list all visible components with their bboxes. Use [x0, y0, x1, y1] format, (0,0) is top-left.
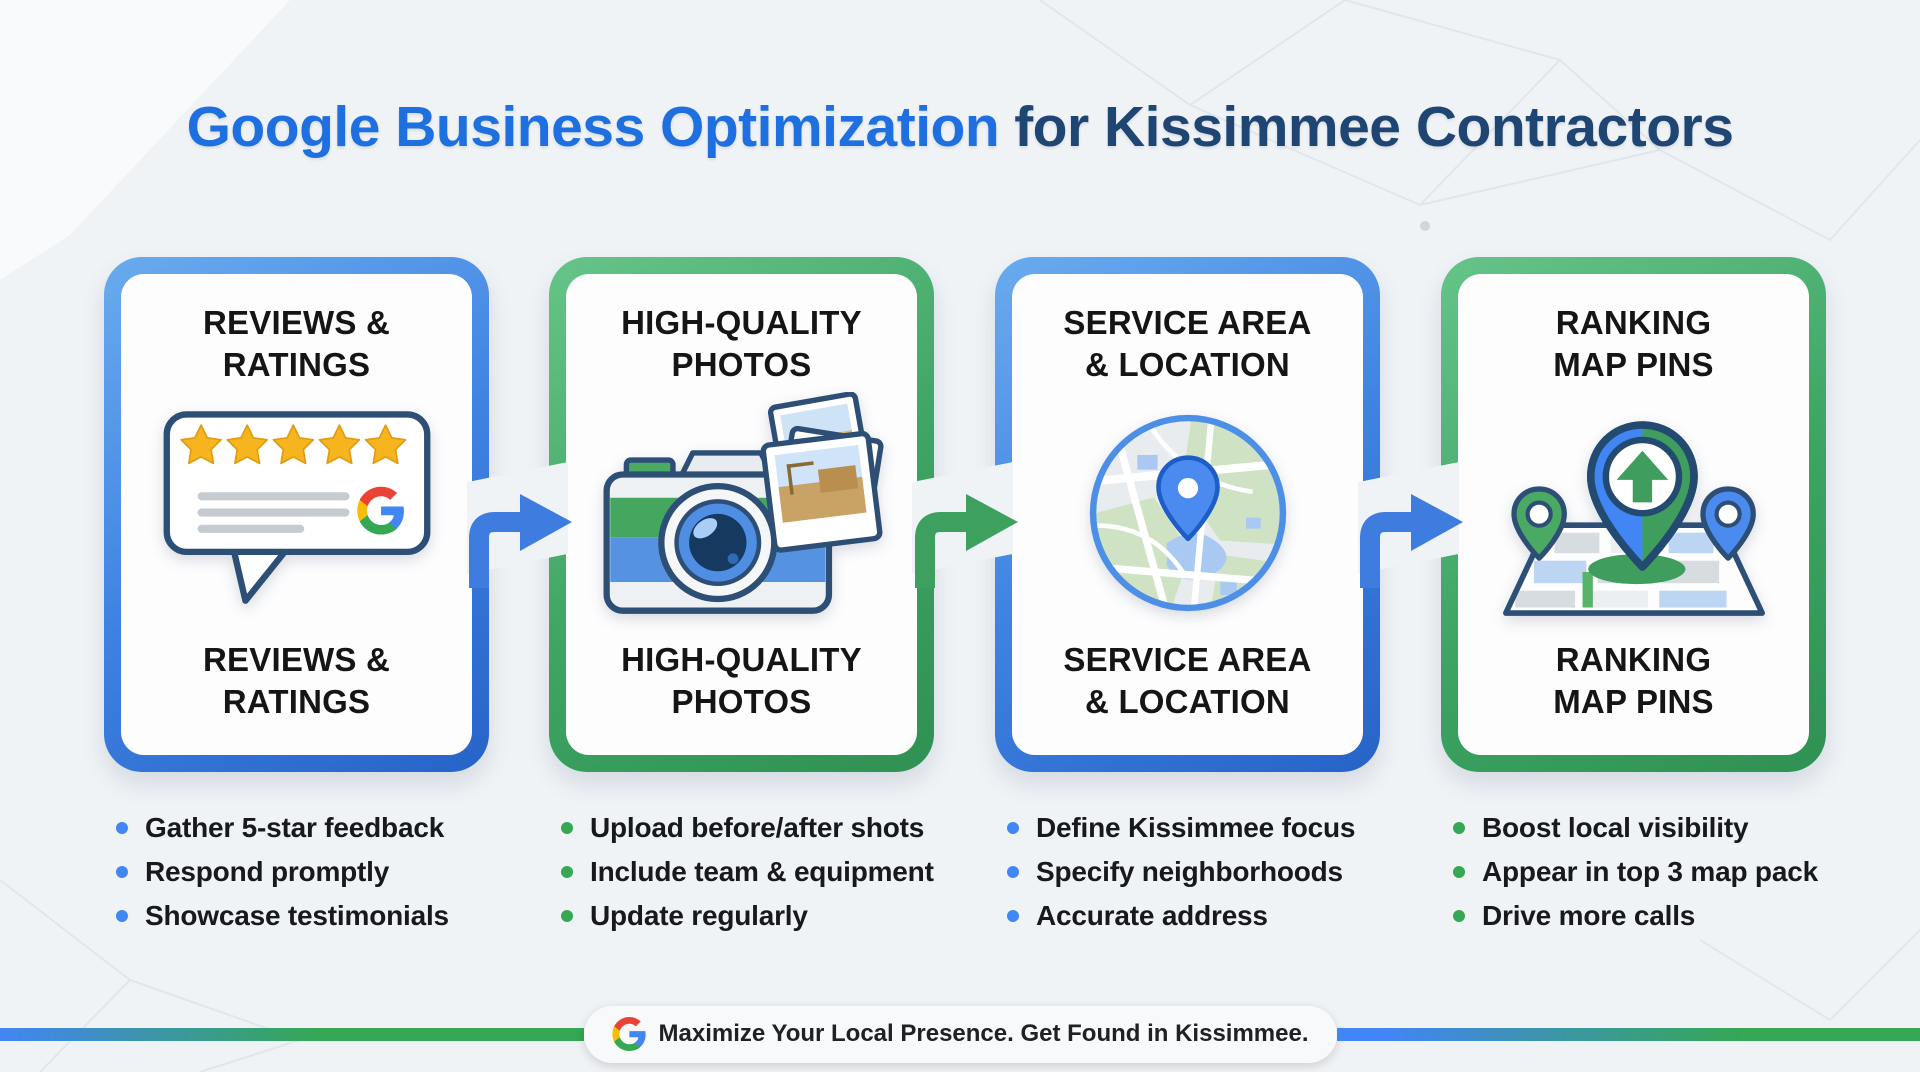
map-location-pin-icon	[1089, 414, 1286, 611]
footer-tagline-pill: Maximize Your Local Presence. Get Found …	[583, 1005, 1337, 1063]
bullet-dot-icon	[1453, 822, 1465, 834]
bullet-text: Showcase testimonials	[145, 900, 449, 931]
list-item: Drive more calls	[1453, 894, 1885, 938]
background-dot	[1420, 221, 1430, 231]
card-bottom-label: RANKING MAP PINS	[1553, 641, 1714, 721]
bullet-dot-icon	[1453, 910, 1465, 922]
flow-arrow-icon	[915, 494, 1018, 588]
card-ranking-map-pins: RANKING MAP PINS	[1441, 257, 1826, 772]
ranking-map-pins-icon	[1502, 396, 1765, 616]
bullet-dot-icon	[1453, 866, 1465, 878]
pin-shadow	[1587, 553, 1685, 584]
flow-arrow-icon	[1360, 494, 1463, 588]
card-high-quality-photos-body: HIGH-QUALITY PHOTOS	[566, 274, 917, 755]
list-item: Accurate address	[1007, 894, 1439, 938]
review-text-lines	[197, 491, 349, 533]
bullet-dot-icon	[1007, 822, 1019, 834]
card-high-quality-photos: HIGH-QUALITY PHOTOS	[549, 257, 934, 772]
bullet-list-photos: Upload before/after shots Include team &…	[561, 806, 993, 938]
card-top-label: RANKING MAP PINS	[1553, 304, 1714, 383]
card-bottom-label: SERVICE AREA & LOCATION	[1063, 641, 1312, 721]
list-item: Appear in top 3 map pack	[1453, 850, 1885, 894]
bullet-list-service-area: Define Kissimmee focus Specify neighborh…	[1007, 806, 1439, 938]
bullet-text: Appear in top 3 map pack	[1482, 856, 1818, 887]
photo-front-icon	[760, 430, 882, 553]
bullet-text: Include team & equipment	[590, 856, 934, 887]
bullet-text: Update regularly	[590, 900, 808, 931]
bullet-dot-icon	[116, 866, 128, 878]
footer: Maximize Your Local Presence. Get Found …	[0, 1003, 1920, 1065]
bullet-dot-icon	[561, 866, 573, 878]
card-service-area-location-body: SERVICE AREA & LOCATION	[1012, 274, 1363, 755]
list-item: Boost local visibility	[1453, 806, 1885, 850]
bullet-list-ranking: Boost local visibility Appear in top 3 m…	[1453, 806, 1885, 938]
bullet-dot-icon	[116, 910, 128, 922]
bullet-text: Define Kissimmee focus	[1036, 812, 1356, 843]
list-item: Gather 5-star feedback	[116, 806, 548, 850]
bullet-text: Upload before/after shots	[590, 812, 925, 843]
list-item: Showcase testimonials	[116, 894, 548, 938]
footer-line-right	[1336, 1027, 1920, 1041]
bullet-dot-icon	[1007, 866, 1019, 878]
bullet-text: Accurate address	[1036, 900, 1268, 931]
card-top-label: REVIEWS & RATINGS	[203, 304, 390, 383]
bullet-text: Respond promptly	[145, 856, 390, 887]
flow-arrow-icon	[469, 494, 572, 588]
small-blue-pin-icon	[1702, 489, 1752, 558]
bullet-text: Drive more calls	[1482, 900, 1696, 931]
main-ranking-pin-icon	[1590, 424, 1693, 566]
location-pin-icon	[1155, 454, 1220, 541]
list-item: Upload before/after shots	[561, 806, 993, 850]
list-item: Define Kissimmee focus	[1007, 806, 1439, 850]
card-bottom-label: HIGH-QUALITY PHOTOS	[621, 641, 862, 721]
card-service-area-location: SERVICE AREA & LOCATION	[995, 257, 1380, 772]
card-top-label: HIGH-QUALITY PHOTOS	[621, 304, 862, 383]
up-arrow-icon	[1616, 450, 1668, 502]
card-reviews-ratings: REVIEWS & RATINGS REVIEWS & RATINGS	[104, 257, 489, 772]
footer-line-left	[0, 1027, 584, 1041]
bullet-dot-icon	[1007, 910, 1019, 922]
list-item: Include team & equipment	[561, 850, 993, 894]
bullet-text: Gather 5-star feedback	[145, 812, 445, 843]
card-reviews-ratings-body: REVIEWS & RATINGS REVIEWS & RATINGS	[121, 274, 472, 755]
card-top-label: SERVICE AREA & LOCATION	[1063, 304, 1312, 383]
bullet-text: Boost local visibility	[1482, 812, 1749, 843]
bullet-dot-icon	[561, 822, 573, 834]
card-ranking-map-pins-body: RANKING MAP PINS	[1458, 274, 1809, 755]
bullet-dot-icon	[116, 822, 128, 834]
page-title-highlight: Google Business Optimization	[186, 95, 1000, 159]
list-item: Update regularly	[561, 894, 993, 938]
page-title-rest: for Kissimmee Contractors	[1014, 95, 1734, 159]
bullet-list-reviews: Gather 5-star feedback Respond promptly …	[116, 806, 548, 938]
bullet-dot-icon	[561, 910, 573, 922]
small-green-pin-icon	[1513, 489, 1563, 558]
google-g-icon	[611, 1017, 646, 1051]
bullet-text: Specify neighborhoods	[1036, 856, 1343, 887]
camera-photos-icon	[603, 391, 884, 614]
google-review-bubble-icon	[163, 410, 430, 604]
footer-tagline-text: Maximize Your Local Presence. Get Found …	[658, 1020, 1309, 1047]
card-bottom-label: REVIEWS & RATINGS	[203, 641, 390, 721]
list-item: Respond promptly	[116, 850, 548, 894]
list-item: Specify neighborhoods	[1007, 850, 1439, 894]
